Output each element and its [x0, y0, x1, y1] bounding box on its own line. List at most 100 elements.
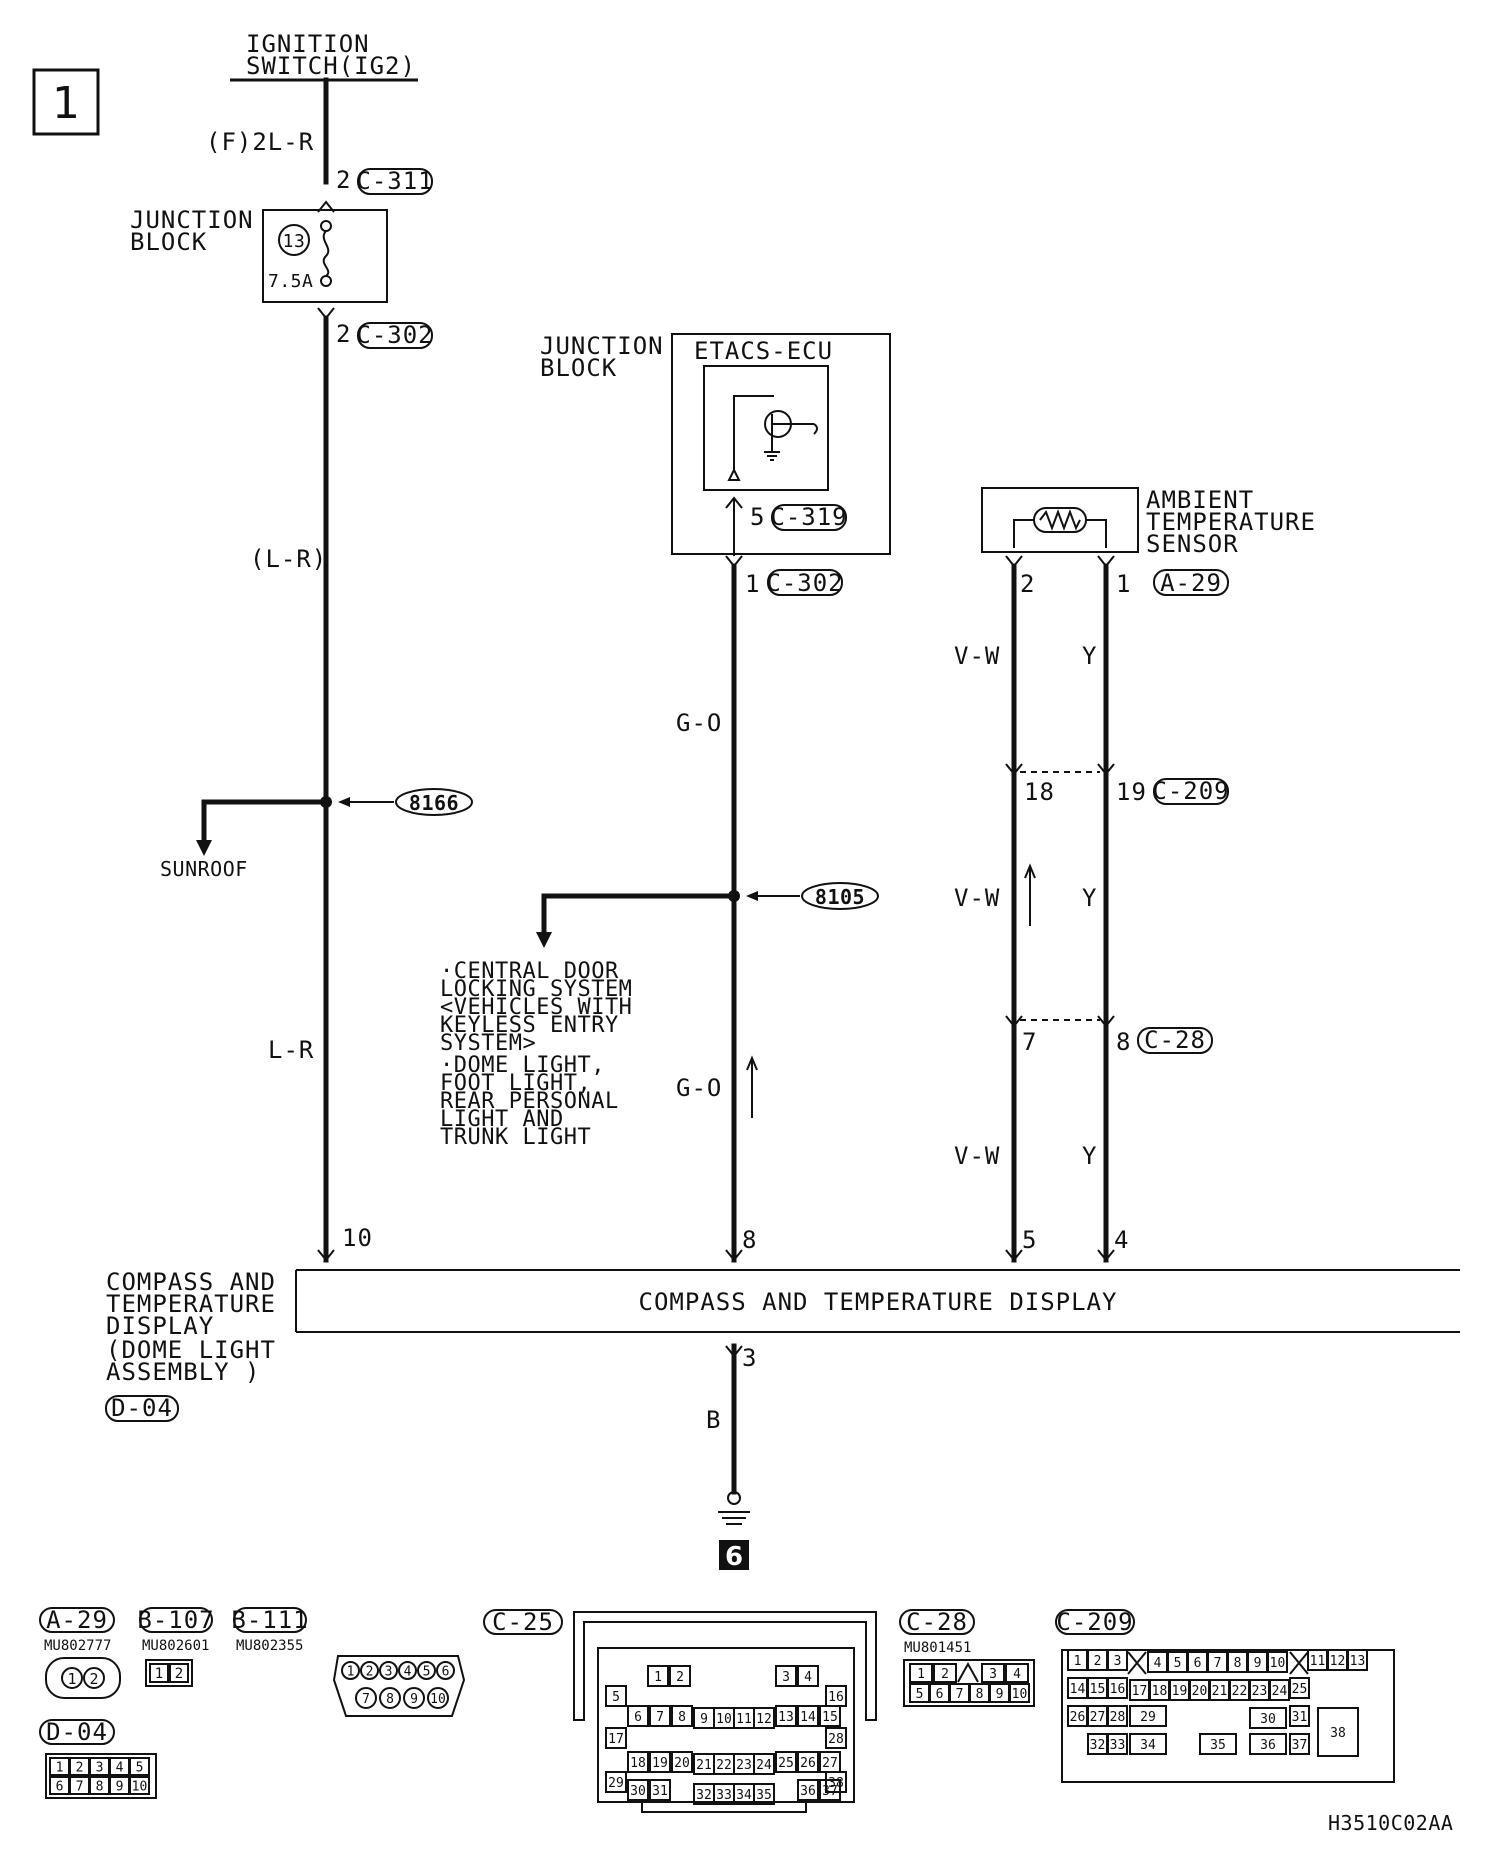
- c319-pin: 5: [750, 503, 765, 531]
- wire-label-ign-low: L-R: [268, 1036, 314, 1064]
- view-c25-pin-20-cell: [671, 1751, 693, 1773]
- view-c25-pin-35: 35: [756, 1788, 772, 1803]
- view-c209-pin-33-cell: [1107, 1733, 1128, 1755]
- fuse-number: 13: [283, 231, 306, 252]
- view-a29: A-29 MU802777 1 2: [39, 1606, 121, 1699]
- view-c28-pin-4-cell: [1005, 1663, 1029, 1683]
- c28-id: C-28: [1144, 1026, 1206, 1054]
- junction-block-2: JUNCTION BLOCK ETACS-ECU: [540, 332, 891, 555]
- view-c25-pin-5: 5: [612, 1690, 620, 1705]
- view-c28-pin-9: 9: [996, 1687, 1004, 1702]
- branch-line-8: REAR PERSONAL: [440, 1089, 619, 1114]
- view-c209-pin-37: 37: [1292, 1738, 1308, 1753]
- view-a29-pin-1: 1: [67, 1670, 76, 1688]
- junction-block-1: JUNCTION BLOCK 13 7.5A: [130, 206, 388, 303]
- a29-id: A-29: [1160, 569, 1222, 597]
- view-c209-pin-30: 30: [1260, 1712, 1276, 1727]
- branch-8105-list: ·CENTRAL DOOR LOCKING SYSTEM <VEHICLES W…: [440, 959, 632, 1150]
- view-c209-pin-33: 33: [1110, 1738, 1126, 1753]
- view-c209-pin-20: 20: [1192, 1684, 1208, 1699]
- view-c28-pin-10-cell: [1009, 1683, 1030, 1703]
- view-c25-pin-19-cell: [649, 1751, 671, 1773]
- view-b111-id: B-111: [231, 1606, 308, 1634]
- display-title: COMPASS AND TEMPERATURE DISPLAY: [639, 1288, 1118, 1316]
- view-b111-pin-4: 4: [404, 1665, 412, 1680]
- view-c209-pin-7: 7: [1214, 1656, 1222, 1671]
- view-b111-pin-9-cell: [403, 1687, 425, 1709]
- view-c25-pin-31: 31: [652, 1784, 668, 1799]
- view-c25-pin-28: 28: [828, 1732, 844, 1747]
- etacs-ecu-label: ETACS-ECU: [694, 337, 833, 365]
- branch-line-5: SYSTEM>: [440, 1031, 536, 1056]
- view-c28-pin-8: 8: [976, 1687, 984, 1702]
- view-c209-pin-31: 31: [1292, 1710, 1308, 1725]
- c209-id: C-209: [1152, 777, 1229, 805]
- view-c25-pin-5-cell: [605, 1685, 627, 1707]
- view-c209-pin-22: 22: [1232, 1684, 1248, 1699]
- view-c25-pin-12: 12: [756, 1712, 772, 1727]
- view-c209-pin-38-cell: [1317, 1707, 1359, 1757]
- c311-oval: [357, 168, 433, 195]
- c302b-oval: [767, 569, 843, 596]
- wire-label-ign-top: (F)2L-R: [206, 128, 314, 156]
- view-c209-pin-29: 29: [1140, 1710, 1156, 1725]
- view-a29-pin-2: 2: [89, 1670, 98, 1688]
- view-c28-pin-6: 6: [936, 1687, 944, 1702]
- view-b111-pin-7: 7: [362, 1692, 370, 1707]
- view-c25-pin-16: 16: [828, 1690, 844, 1705]
- view-c209-pin-6: 6: [1194, 1656, 1202, 1671]
- view-c209-pin-13: 13: [1350, 1654, 1366, 1669]
- c302b-id: C-302: [766, 569, 843, 597]
- view-a29-part: MU802777: [44, 1638, 111, 1654]
- fuse-rating: 7.5A: [268, 271, 313, 292]
- display-pin-ground: 3: [742, 1344, 757, 1372]
- view-c209-pin-3-cell: [1107, 1649, 1128, 1671]
- view-c25-pin-30: 30: [630, 1784, 646, 1799]
- view-c209-pin-2: 2: [1094, 1654, 1102, 1669]
- view-c209-pin-3: 3: [1114, 1654, 1122, 1669]
- splice-8166-oval: [395, 788, 473, 816]
- view-c25-pin-18-cell: [627, 1751, 649, 1773]
- view-d04-pin-2: 2: [76, 1761, 84, 1776]
- ignition-label-2: SWITCH(IG2): [246, 52, 416, 80]
- display-pin-etacs: 8: [742, 1226, 757, 1254]
- view-b111-pin-1-cell: [341, 1661, 360, 1680]
- view-c25-pin-28-cell: [825, 1727, 847, 1749]
- ambient-temperature-sensor: AMBIENT TEMPERATURE SENSOR: [981, 486, 1316, 558]
- view-c28-pin-10: 10: [1012, 1687, 1028, 1702]
- view-c25-pin-8: 8: [678, 1710, 686, 1725]
- view-d04-pin-10-cell: [129, 1776, 150, 1795]
- c302a-pin: 2: [336, 320, 351, 348]
- display-label-3: DISPLAY: [106, 1312, 214, 1340]
- sensor-label-2: TEMPERATURE: [1146, 508, 1316, 536]
- view-c25-pin-33: 33: [716, 1788, 732, 1803]
- view-c209-pin-19: 19: [1172, 1684, 1188, 1699]
- c319-oval: [771, 504, 847, 531]
- branch-line-4: KEYLESS ENTRY: [440, 1013, 619, 1038]
- branch-line-9: LIGHT AND: [440, 1107, 564, 1132]
- view-c209-pin-27: 27: [1090, 1710, 1106, 1725]
- view-c25-pin-25-cell: [775, 1751, 797, 1773]
- view-c25-pin-6: 6: [634, 1710, 642, 1725]
- branch-sunroof: SUNROOF: [160, 857, 248, 881]
- view-c25-pin-17: 17: [608, 1732, 624, 1747]
- view-c25-pin-12-cell: [753, 1707, 775, 1729]
- view-c25-pin-14: 14: [800, 1710, 816, 1725]
- c28-pin-right: 8: [1116, 1028, 1131, 1056]
- view-c25-pin-18: 18: [630, 1756, 646, 1771]
- view-c28-pin-1: 1: [917, 1667, 925, 1682]
- view-b111-pin-8-cell: [379, 1687, 401, 1709]
- branch-line-6: ·DOME LIGHT,: [440, 1053, 605, 1078]
- view-c209-pin-29-cell: [1129, 1705, 1167, 1727]
- view-b111-part: MU802355: [236, 1638, 303, 1654]
- view-c209-pin-25-cell: [1289, 1677, 1310, 1699]
- jb1-label-1: JUNCTION: [130, 206, 254, 234]
- view-c25-pin-36: 36: [800, 1784, 816, 1799]
- view-c209-pin-9: 9: [1254, 1656, 1262, 1671]
- view-c25-pin-13: 13: [778, 1710, 794, 1725]
- fuse-number-circle: [278, 224, 310, 256]
- wire-label-sensor-right-2: Y: [1082, 884, 1097, 912]
- ground-number-box: [719, 1540, 749, 1570]
